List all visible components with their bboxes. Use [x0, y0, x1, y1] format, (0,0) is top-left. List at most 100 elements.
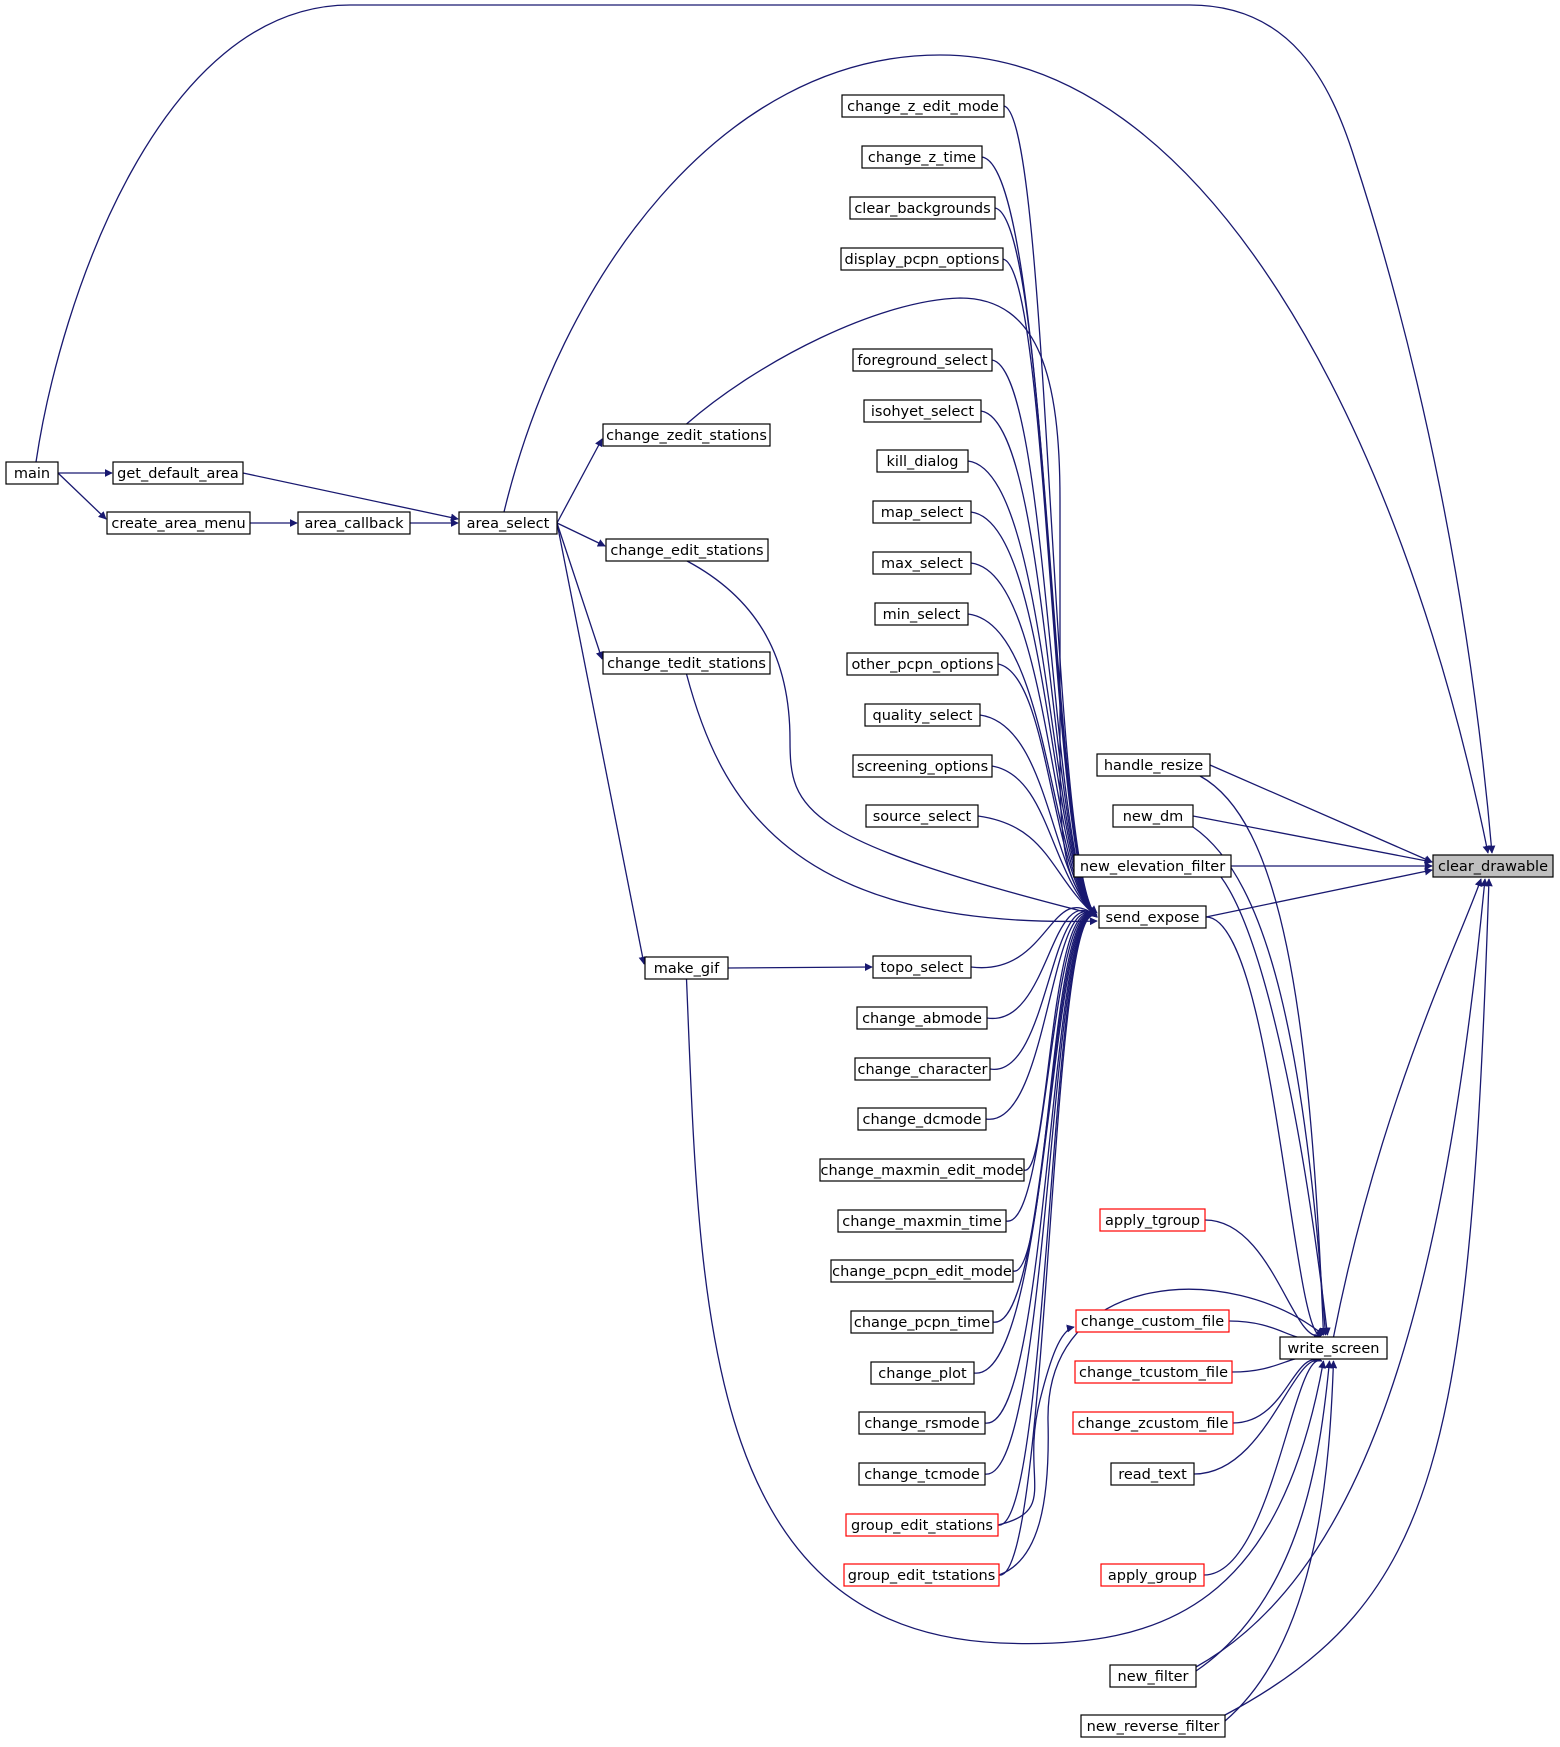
node-max-select[interactable]: max_select [872, 551, 972, 575]
edge-screening_options-to-send_expose [991, 765, 1098, 918]
node-change-maxmin-edit-mode[interactable]: change_maxmin_edit_mode [819, 1158, 1025, 1182]
node-box [872, 551, 972, 575]
node-change-z-time[interactable]: change_z_time [861, 145, 983, 169]
node-area-callback[interactable]: area_callback [297, 511, 411, 535]
node-label: main [14, 466, 50, 482]
node-box [1109, 1664, 1197, 1688]
node-create-area-menu[interactable]: create_area_menu [106, 511, 251, 535]
node-new-filter[interactable]: new_filter [1109, 1664, 1197, 1688]
node-clear-backgrounds[interactable]: clear_backgrounds [849, 196, 996, 220]
node-box [1099, 1208, 1206, 1232]
edge-new_dm-to-write_screen [1192, 826, 1329, 1336]
node-box [1096, 753, 1211, 777]
node-box [1110, 1462, 1195, 1486]
node-group-edit-tstations[interactable]: group_edit_tstations [843, 1563, 1000, 1587]
node-screening-options[interactable]: screening_options [852, 754, 993, 778]
node-label: change_tcmode [864, 1467, 979, 1483]
node-other-pcpn-options[interactable]: other_pcpn_options [846, 652, 999, 676]
node-display-pcpn-options[interactable]: display_pcpn_options [840, 247, 1004, 271]
edge-make_gif-to-topo_select [727, 963, 873, 972]
node-box [458, 511, 558, 535]
node-change-zedit-stations[interactable]: change_zedit_stations [602, 423, 771, 447]
node-change-dcmode[interactable]: change_dcmode [857, 1107, 987, 1131]
edge-other_pcpn_options-to-send_expose [997, 663, 1098, 918]
nodes-layer: clear_drawable main get_default_areacreate… [5, 94, 1554, 1738]
node-new-reverse-filter[interactable]: new_reverse_filter [1080, 1714, 1226, 1738]
node-new-elevation-filter[interactable]: new_elevation_filter [1073, 854, 1232, 878]
node-kill-dialog[interactable]: kill_dialog [876, 449, 969, 473]
node-box [602, 423, 771, 447]
node-box [841, 94, 1005, 118]
node-label: change_abmode [862, 1011, 982, 1027]
node-box [857, 1107, 987, 1131]
node-label: display_pcpn_options [845, 252, 1000, 268]
node-change-pcpn-time[interactable]: change_pcpn_time [850, 1310, 994, 1334]
node-label: handle_resize [1104, 758, 1203, 774]
node-source-select[interactable]: source_select [865, 804, 979, 828]
edge-change_character-to-send_expose [989, 909, 1098, 1070]
node-foreground-select[interactable]: foreground_select [852, 348, 993, 372]
edge-area_select-to-change_edit_stations [556, 522, 606, 547]
node-apply-group[interactable]: apply_group [1100, 1563, 1205, 1587]
node-label: max_select [881, 556, 963, 572]
edge-handle_resize-to-clear_drawable [1209, 764, 1433, 863]
node-main[interactable]: main [5, 461, 59, 485]
node-change-character[interactable]: change_character [854, 1057, 991, 1081]
node-label: make_gif [654, 961, 720, 977]
node-change-maxmin-time[interactable]: change_maxmin_time [837, 1209, 1007, 1233]
node-group-edit-stations[interactable]: group_edit_stations [845, 1513, 999, 1537]
edge-change_pcpn_time-to-send_expose [992, 909, 1098, 1323]
node-box [870, 1361, 975, 1385]
edge-make_gif-to-write_screen [685, 978, 1327, 1645]
node-box [1432, 854, 1554, 878]
node-isohyet-select[interactable]: isohyet_select [863, 399, 982, 423]
node-label: area_callback [305, 516, 405, 532]
edge-source_select-to-send_expose [977, 815, 1098, 918]
node-change-pcpn-edit-mode[interactable]: change_pcpn_edit_mode [830, 1259, 1014, 1283]
node-get-default-area[interactable]: get_default_area [112, 461, 244, 485]
edge-main-to-create_area_menu [57, 472, 107, 520]
edge-handle_resize-to-write_screen [1199, 775, 1328, 1336]
node-make-gif[interactable]: make_gif [644, 956, 729, 980]
edge-change_rsmode-to-send_expose [984, 909, 1098, 1424]
node-new-dm[interactable]: new_dm [1112, 804, 1194, 828]
edge-area_select-to-make_gif [556, 522, 647, 965]
node-box [864, 703, 981, 727]
node-change-zcustom-file[interactable]: change_zcustom_file [1072, 1411, 1234, 1435]
node-topo-select[interactable]: topo_select [872, 955, 972, 979]
node-quality-select[interactable]: quality_select [864, 703, 981, 727]
edge-change_maxmin_time-to-send_expose [1005, 909, 1098, 1222]
node-clear-drawable[interactable]: clear_drawable [1432, 854, 1554, 878]
node-change-tcmode[interactable]: change_tcmode [858, 1462, 986, 1486]
node-change-custom-file[interactable]: change_custom_file [1075, 1309, 1230, 1333]
node-change-plot[interactable]: change_plot [870, 1361, 975, 1385]
node-label: read_text [1118, 1467, 1187, 1483]
node-label: change_custom_file [1081, 1314, 1224, 1330]
node-box [1098, 905, 1207, 929]
node-change-rsmode[interactable]: change_rsmode [858, 1411, 986, 1435]
node-area-select[interactable]: area_select [458, 511, 558, 535]
node-box [1075, 1309, 1230, 1333]
node-write-screen[interactable]: write_screen [1279, 1336, 1388, 1360]
node-box [863, 399, 982, 423]
node-min-select[interactable]: min_select [874, 602, 969, 626]
node-read-text[interactable]: read_text [1110, 1462, 1195, 1486]
node-change-abmode[interactable]: change_abmode [856, 1006, 988, 1030]
edge-new_reverse_filter-to-clear_drawable [1224, 878, 1493, 1716]
node-map-select[interactable]: map_select [872, 500, 972, 524]
node-label: create_area_menu [111, 516, 245, 532]
node-send-expose[interactable]: send_expose [1098, 905, 1207, 929]
node-change-tedit-stations[interactable]: change_tedit_stations [602, 651, 771, 675]
node-box [865, 804, 979, 828]
node-change-z-edit-mode[interactable]: change_z_edit_mode [841, 94, 1005, 118]
node-apply-tgroup[interactable]: apply_tgroup [1099, 1208, 1206, 1232]
node-handle-resize[interactable]: handle_resize [1096, 753, 1211, 777]
node-change-edit-stations[interactable]: change_edit_stations [605, 538, 769, 562]
node-change-tcustom-file[interactable]: change_tcustom_file [1074, 1360, 1233, 1384]
node-label: change_rsmode [864, 1416, 979, 1432]
edge-isohyet_select-to-send_expose [980, 410, 1098, 918]
node-label: apply_tgroup [1105, 1213, 1200, 1229]
node-box [845, 1513, 999, 1537]
edge-new_filter-to-clear_drawable [1195, 878, 1489, 1668]
edge-group_edit_stations-to-send_expose [997, 909, 1098, 1526]
